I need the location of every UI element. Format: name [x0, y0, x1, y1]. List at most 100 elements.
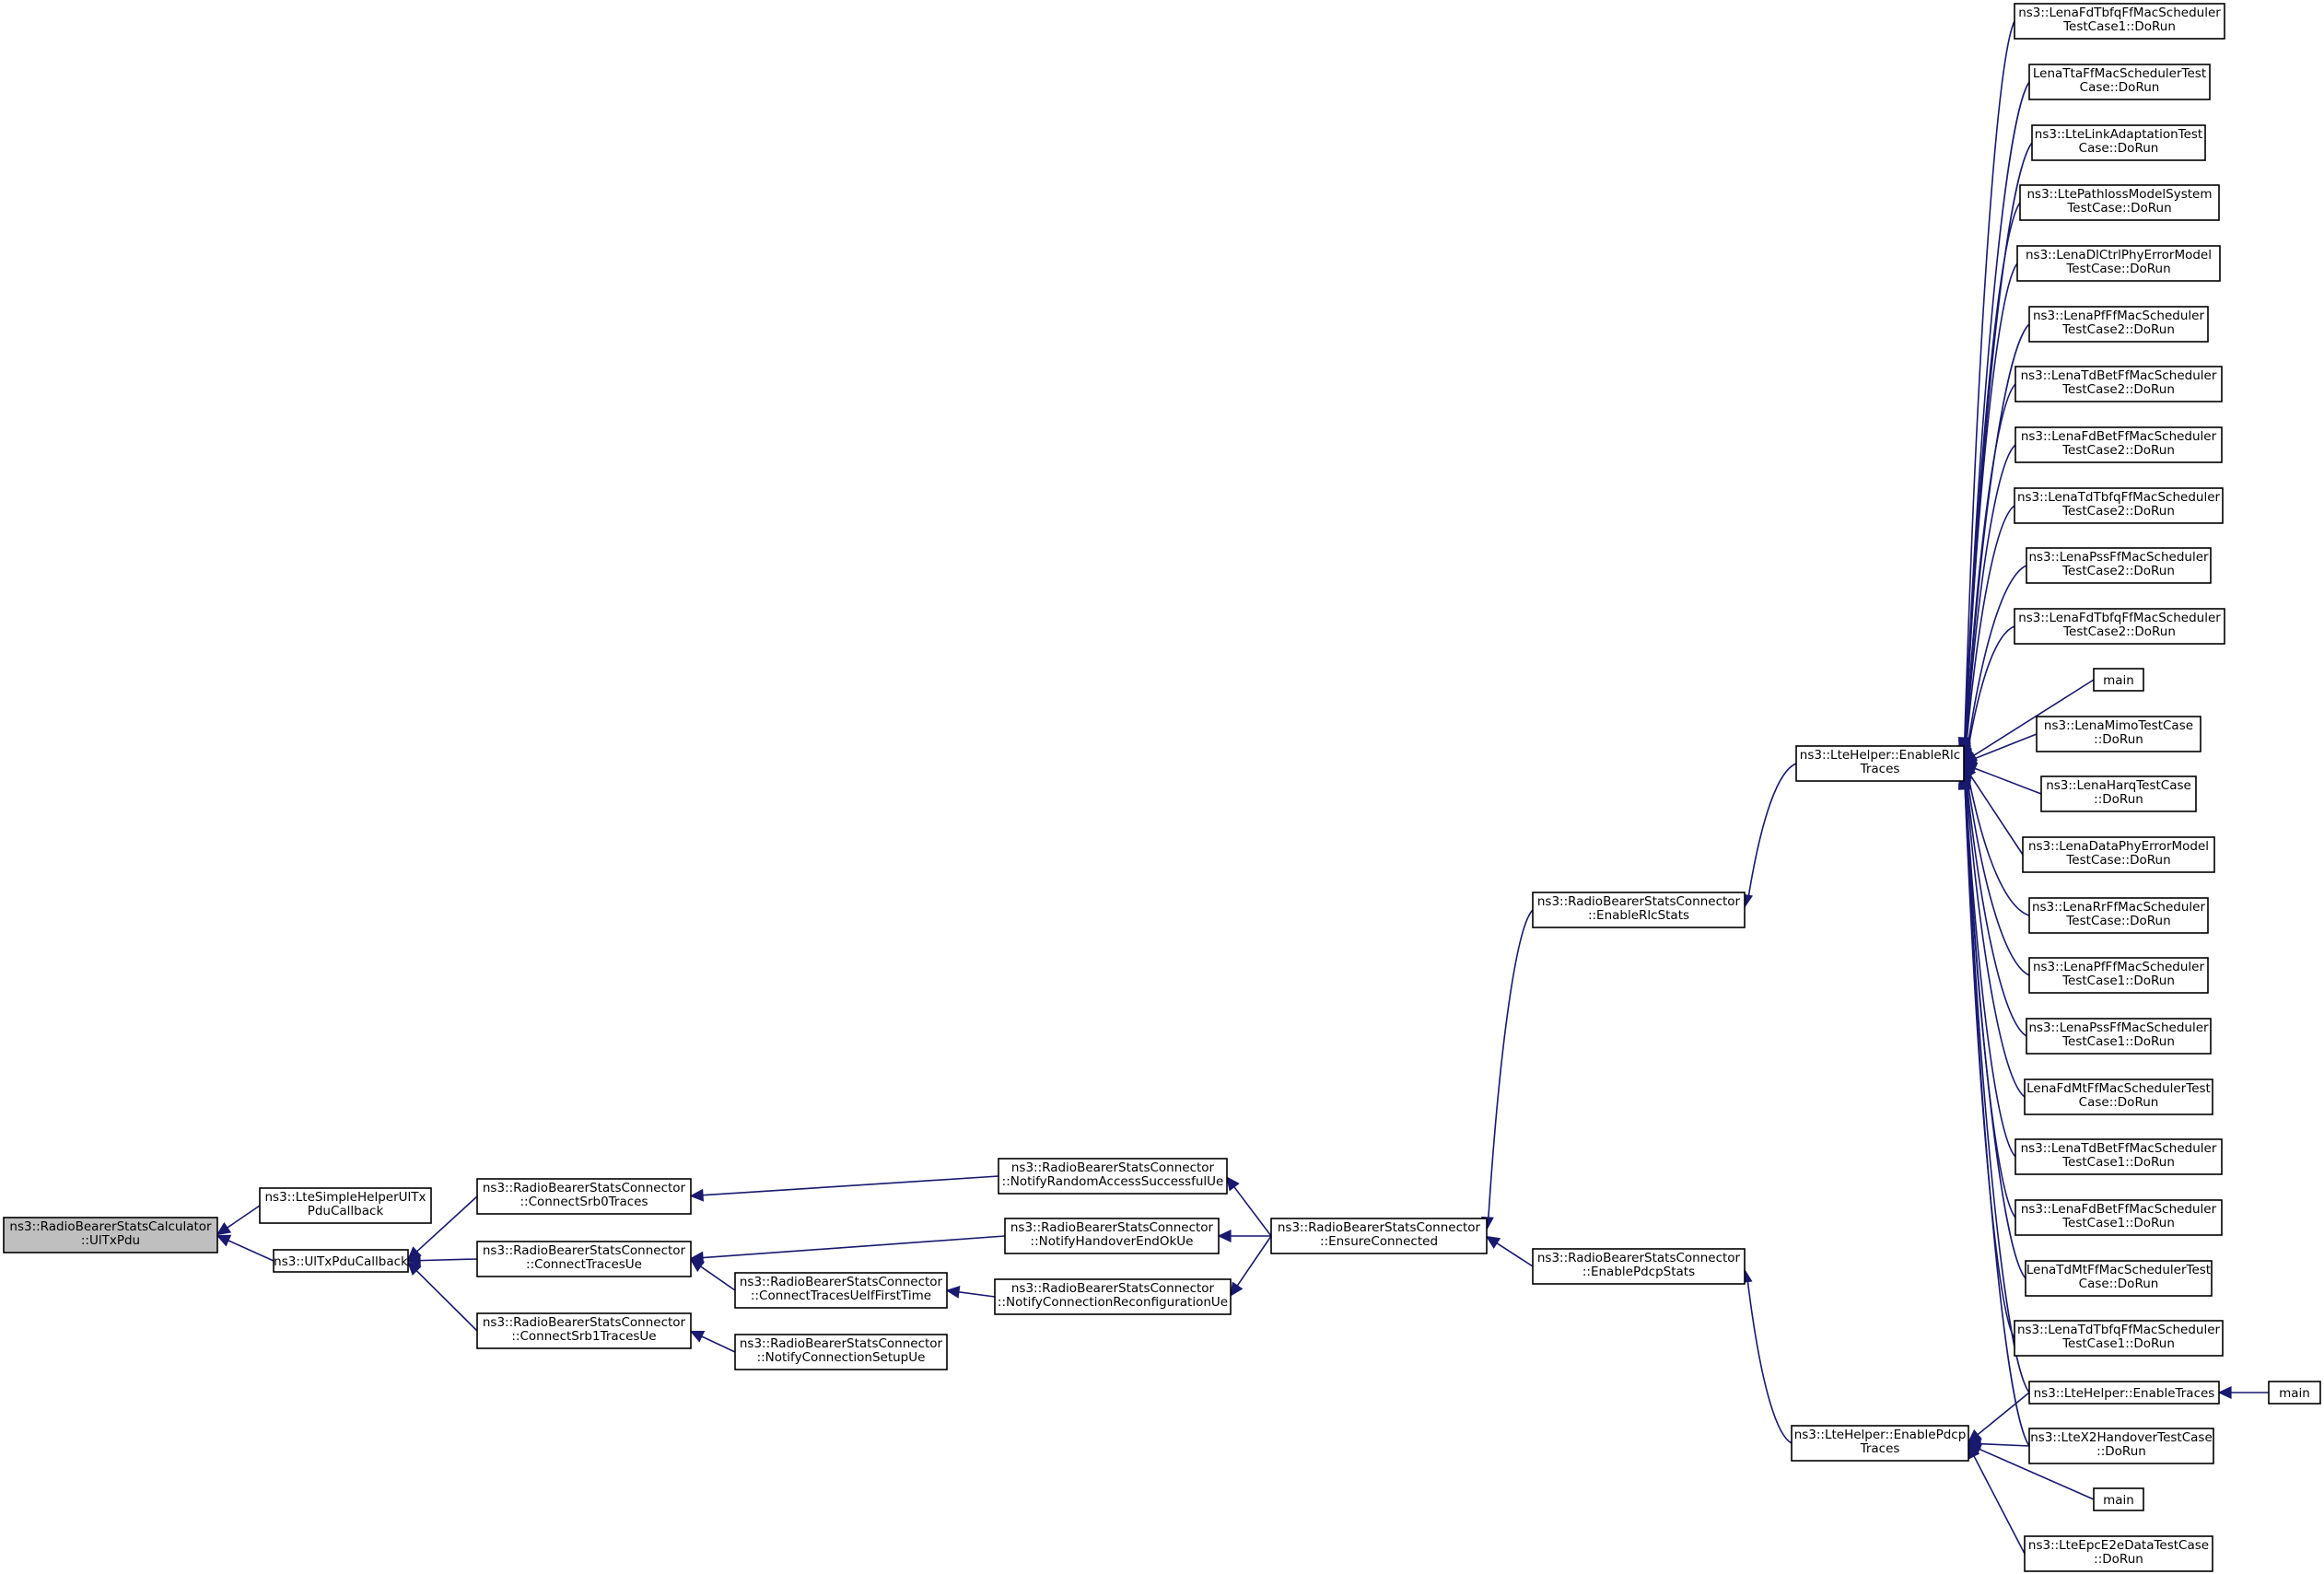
node-label-line: main — [2279, 1386, 2310, 1401]
node-n6-radiobearerstatsconnector-connecttracesueiffirsttime[interactable]: ns3::RadioBearerStatsConnector::ConnectT… — [734, 1272, 948, 1309]
node-n13-radiobearerstatsconnector-enablepdcpstats[interactable]: ns3::RadioBearerStatsConnector::EnablePd… — [1532, 1248, 1746, 1285]
edge-line — [1967, 565, 2027, 749]
edge-line — [228, 1240, 274, 1262]
edge-line — [702, 1235, 1006, 1259]
edge-line — [1233, 1186, 1272, 1237]
node-t6-lenatdbetffmacscheduler-testcase2-dorun[interactable]: ns3::LenaTdBetFfMacSchedulerTestCase2::D… — [2015, 366, 2223, 402]
node-label-line: ::NotifyConnectionSetupUe — [757, 1350, 926, 1365]
node-label-line: TestCase::DoRun — [2065, 262, 2170, 276]
node-label-line: ::DoRun — [2094, 792, 2143, 807]
node-box — [2014, 487, 2224, 524]
node-t9-lenapssffmacscheduler-testcase2-dorun[interactable]: ns3::LenaPssFfMacSchedulerTestCase2::DoR… — [2026, 547, 2212, 584]
node-t0-lenafdtbfqffmacscheduler-testcase1-dorun[interactable]: ns3::LenaFdTbfqFfMacSchedulerTestCase1::… — [2014, 3, 2225, 40]
node-t12-lenamimotestcase-dorun[interactable]: ns3::LenaMimoTestCase::DoRun — [2036, 716, 2201, 752]
node-t7-lenafdbetffmacscheduler-testcase2-dorun[interactable]: ns3::LenaFdBetFfMacSchedulerTestCase2::D… — [2015, 426, 2223, 463]
node-label-line: LenaTtaFfMacSchedulerTest — [2033, 66, 2206, 81]
node-label-line: ns3::LenaTdBetFfMacScheduler — [2021, 368, 2217, 383]
node-t19-lenatdbetffmacscheduler-testcase1-dorun[interactable]: ns3::LenaTdBetFfMacSchedulerTestCase1::D… — [2015, 1138, 2223, 1175]
node-t8-lenatdtbfqffmacscheduler-testcase2-dorun[interactable]: ns3::LenaTdTbfqFfMacSchedulerTestCase2::… — [2014, 487, 2224, 524]
node-t16-lenapfffmacscheduler-testcase1-dorun[interactable]: ns3::LenaPfFfMacSchedulerTestCase1::DoRu… — [2028, 957, 2209, 994]
edge-n11-to-n9 — [1217, 1230, 1271, 1242]
node-t3-ltepathlossmodelsystem-testcase-dorun[interactable]: ns3::LtePathlossModelSystemTestCase::DoR… — [2019, 184, 2220, 221]
node-n5-radiobearerstatsconnector-connectsrb1tracesue[interactable]: ns3::RadioBearerStatsConnector::ConnectS… — [476, 1312, 692, 1349]
node-t4-lenadlctrlphyerrormodel-testcase-dorun[interactable]: ns3::LenaDlCtrlPhyErrorModelTestCase::Do… — [2016, 245, 2221, 282]
node-n3-radiobearerstatsconnector-connectsrb0traces[interactable]: ns3::RadioBearerStatsConnector::ConnectS… — [476, 1178, 692, 1215]
node-label-line: TestCase1::DoRun — [2061, 1216, 2175, 1230]
node-label-line: ::EnableRlcStats — [1588, 908, 1689, 923]
node-label-line: LenaTdMtFfMacSchedulerTest — [2026, 1263, 2211, 1277]
node-n8-radiobearerstatsconnector-notifyrandomaccesssuccessfulue[interactable]: ns3::RadioBearerStatsConnector::NotifyRa… — [998, 1158, 1228, 1195]
node-label-line: ns3::LteX2HandoverTestCase — [2030, 1430, 2213, 1445]
node-box — [2028, 306, 2209, 343]
node-t20-lenafdbetffmacscheduler-testcase1-dorun[interactable]: ns3::LenaFdBetFfMacSchedulerTestCase1::D… — [2015, 1199, 2223, 1236]
node-label-line: Case::DoRun — [2080, 80, 2160, 95]
node-m0-main[interactable]: main — [2268, 1381, 2321, 1405]
node-label-line: ns3::RadioBearerStatsConnector — [1011, 1160, 1215, 1175]
node-label-line: TestCase2::DoRun — [2061, 504, 2175, 519]
node-label-line: ::NotifyHandoverEndOkUe — [1031, 1234, 1194, 1249]
edge-n11-to-n10 — [1230, 1235, 1272, 1297]
node-t14-lenadataphyerrormodel-testcase-dorun[interactable]: ns3::LenaDataPhyErrorModelTestCase::DoRu… — [2022, 836, 2215, 873]
node-box — [998, 1158, 1228, 1195]
edge-line — [700, 1265, 736, 1291]
edge-t23-to-n15 — [1967, 1392, 2030, 1443]
node-n2-ultxpducallback[interactable]: ns3::UlTxPduCallback — [273, 1249, 409, 1273]
node-box — [2028, 1381, 2220, 1405]
node-label-line: PduCallback — [308, 1204, 384, 1218]
edge-line — [1977, 1392, 2030, 1436]
arrow-head — [1957, 775, 1971, 790]
node-t23-ltehelper-enabletraces[interactable]: ns3::LteHelper::EnableTraces — [2028, 1381, 2220, 1405]
node-label-line: ns3::LtePathlossModelSystem — [2026, 187, 2212, 202]
node-label-line: TestCase::DoRun — [2065, 853, 2170, 868]
node-label-line: TestCase::DoRun — [2066, 201, 2171, 216]
node-n12-radiobearerstatsconnector-enablerlcstats[interactable]: ns3::RadioBearerStatsConnector::EnableRl… — [1532, 892, 1746, 928]
node-n7-radiobearerstatsconnector-notifyconnectionsetupue[interactable]: ns3::RadioBearerStatsConnector::NotifyCo… — [734, 1334, 948, 1370]
node-label-line: Case::DoRun — [2079, 1277, 2159, 1291]
node-t25-main[interactable]: main — [2093, 1487, 2144, 1511]
node-label-line: ns3::LteHelper::EnableRlc — [1800, 748, 1960, 763]
node-t24-ltex2handovertestcase-dorun[interactable]: ns3::LteX2HandoverTestCase::DoRun — [2028, 1428, 2214, 1464]
arrow-head — [216, 1221, 232, 1236]
node-label-line: TestCase1::DoRun — [2061, 974, 2175, 988]
node-label-line: main — [2103, 673, 2134, 688]
node-n10-radiobearerstatsconnector-notifyconnectionreconfigurationue[interactable]: ns3::RadioBearerStatsConnector::NotifyCo… — [994, 1278, 1232, 1315]
node-label-line: ns3::RadioBearerStatsConnector — [483, 1315, 686, 1330]
node-box — [2268, 1381, 2321, 1405]
edge-line — [701, 1335, 736, 1353]
node-t10-lenafdtbfqffmacscheduler-testcase2-dorun[interactable]: ns3::LenaFdTbfqFfMacSchedulerTestCase2::… — [2014, 608, 2225, 645]
node-n0-radiobearerstatscalculator-ultxpdu[interactable]: ns3::RadioBearerStatsCalculator::UlTxPdu — [3, 1217, 218, 1253]
node-label-line: ns3::LteHelper::EnablePdcp — [1794, 1428, 1967, 1442]
node-n9-radiobearerstatsconnector-notifyhandoverendokue[interactable]: ns3::RadioBearerStatsConnector::NotifyHa… — [1004, 1218, 1220, 1254]
edge-line — [1967, 625, 2015, 750]
node-t26-lteepce2edatatestcase-dorun[interactable]: ns3::LteEpcE2eDataTestCase::DoRun — [2024, 1535, 2213, 1572]
edge-line — [1236, 1235, 1272, 1287]
node-box — [2016, 245, 2221, 282]
node-t5-lenapfffmacscheduler-testcase2-dorun[interactable]: ns3::LenaPfFfMacSchedulerTestCase2::DoRu… — [2028, 306, 2209, 343]
node-box — [2024, 1535, 2213, 1572]
edge-line — [1746, 1281, 1793, 1444]
node-n11-radiobearerstatsconnector-ensureconnected[interactable]: ns3::RadioBearerStatsConnector::EnsureCo… — [1270, 1218, 1488, 1254]
node-t11-main[interactable]: main — [2093, 668, 2144, 692]
node-label-line: Case::DoRun — [2079, 141, 2159, 156]
node-label-line: ns3::UlTxPduCallback — [274, 1254, 408, 1269]
node-t17-lenapssffmacscheduler-testcase1-dorun[interactable]: ns3::LenaPssFfMacSchedulerTestCase1::DoR… — [2026, 1018, 2212, 1055]
edge-n5-to-n2 — [406, 1261, 478, 1332]
node-t13-lenaharqtestcase-dorun[interactable]: ns3::LenaHarqTestCase::DoRun — [2040, 775, 2197, 812]
node-label-line: TestCase2::DoRun — [2061, 564, 2175, 578]
edge-n13-to-n11 — [1485, 1235, 1534, 1267]
node-label-line: TestCase1::DoRun — [2061, 1034, 2175, 1049]
node-box — [2028, 1428, 2214, 1464]
node-n4-radiobearerstatsconnector-connecttracesue[interactable]: ns3::RadioBearerStatsConnector::ConnectT… — [476, 1241, 692, 1277]
node-label-line: ::EnablePdcpStats — [1582, 1265, 1695, 1279]
edge-line — [1974, 733, 2038, 760]
node-t22-lenatdtbfqffmacscheduler-testcase1-dorun[interactable]: ns3::LenaTdTbfqFfMacSchedulerTestCase1::… — [2014, 1320, 2224, 1357]
